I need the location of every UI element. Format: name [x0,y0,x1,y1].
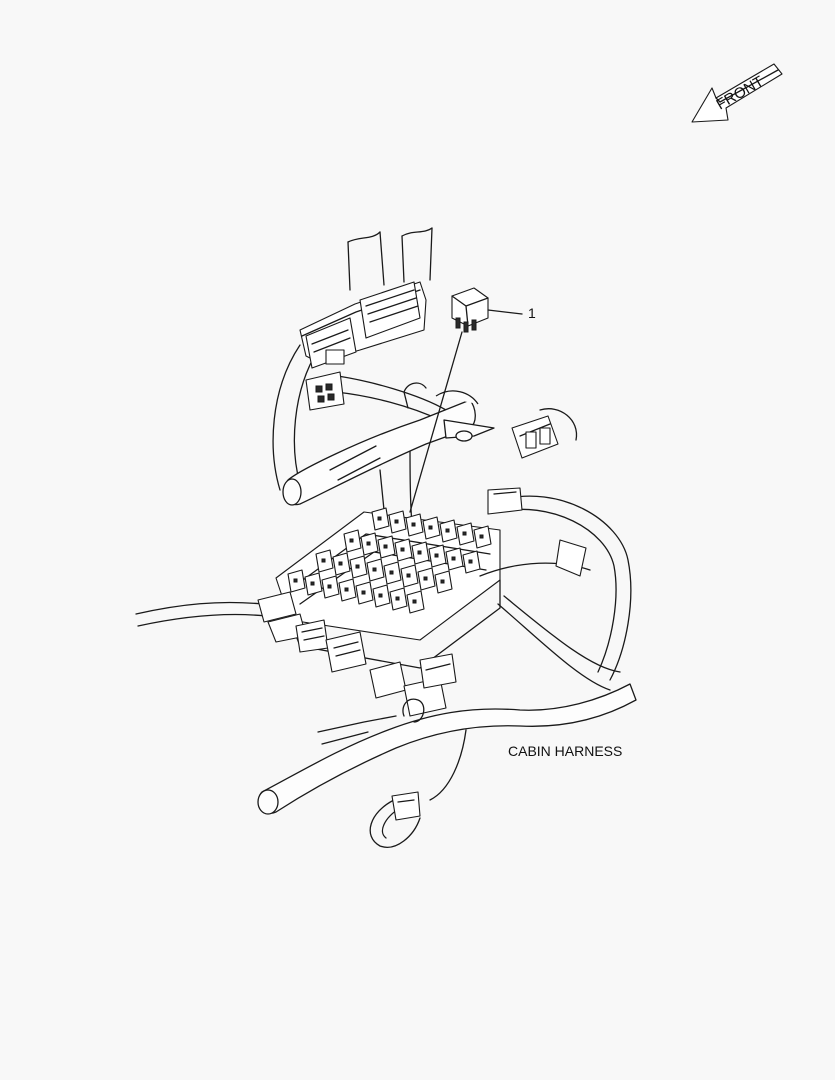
upper-connector-block [299,281,427,411]
relay-module-mark-r3-c1 [321,558,326,563]
relay-module-mark-r3-c3 [355,564,360,569]
left-harness-arm [135,591,307,643]
relay-module-mark-r2-c6 [434,553,439,558]
callout-leader-relay [409,331,463,513]
loop-harness [479,487,632,691]
relay-module-mark-r1-c7 [479,534,484,539]
relay-module-mark-r4-c7 [395,596,400,601]
harness-caption: CABIN HARNESS [508,743,622,759]
relay-module-mark-r2-c4 [400,547,405,552]
relay-module-mark-r3-c5 [389,570,394,575]
relay-module-mark-r2-c7 [451,556,456,561]
relay-grid [287,507,492,614]
relay-module-mark-r2-c3 [383,544,388,549]
front-arrow-icon: FRONT [691,63,783,123]
relay-module-mark-r2-c2 [366,541,371,546]
relay-module-mark-r3-c2 [338,561,343,566]
front-label: FRONT [714,73,767,114]
lower-tube [257,683,637,815]
relay-module-mark-r2-c8 [468,559,473,564]
relay-module-mark-r2-c5 [417,550,422,555]
relay-module-mark-r3-c6 [406,573,411,578]
relay-module-mark-r4-c3 [327,584,332,589]
relay-module-mark-r3-c4 [372,567,377,572]
main-tube [282,382,495,506]
relay-module-mark-r4-c8 [412,599,417,604]
right-connector [511,408,578,459]
relay-module-mark-r2-c1 [349,538,354,543]
relay-module-mark-r4-c2 [310,581,315,586]
callout-number: 1 [528,305,536,321]
relay-module-mark-r1-c1 [377,516,382,521]
relay-part [409,287,523,513]
relay-module-mark-r4-c4 [344,587,349,592]
lower-connectors [295,619,457,717]
relay-module-mark-r1-c4 [428,525,433,530]
relay-module-mark-r1-c3 [411,522,416,527]
relay-module-mark-r3-c7 [423,576,428,581]
relay-module-mark-r4-c1 [293,578,298,583]
callout-leader-top [487,309,523,315]
relay-module-mark-r4-c6 [378,593,383,598]
relay-module-mark-r1-c2 [394,519,399,524]
relay-module-mark-r3-c8 [440,579,445,584]
relay-module-mark-r1-c6 [462,531,467,536]
hanging-connector [369,729,467,848]
relay-module-mark-r4-c5 [361,590,366,595]
relay-module-mark-r1-c5 [445,528,450,533]
